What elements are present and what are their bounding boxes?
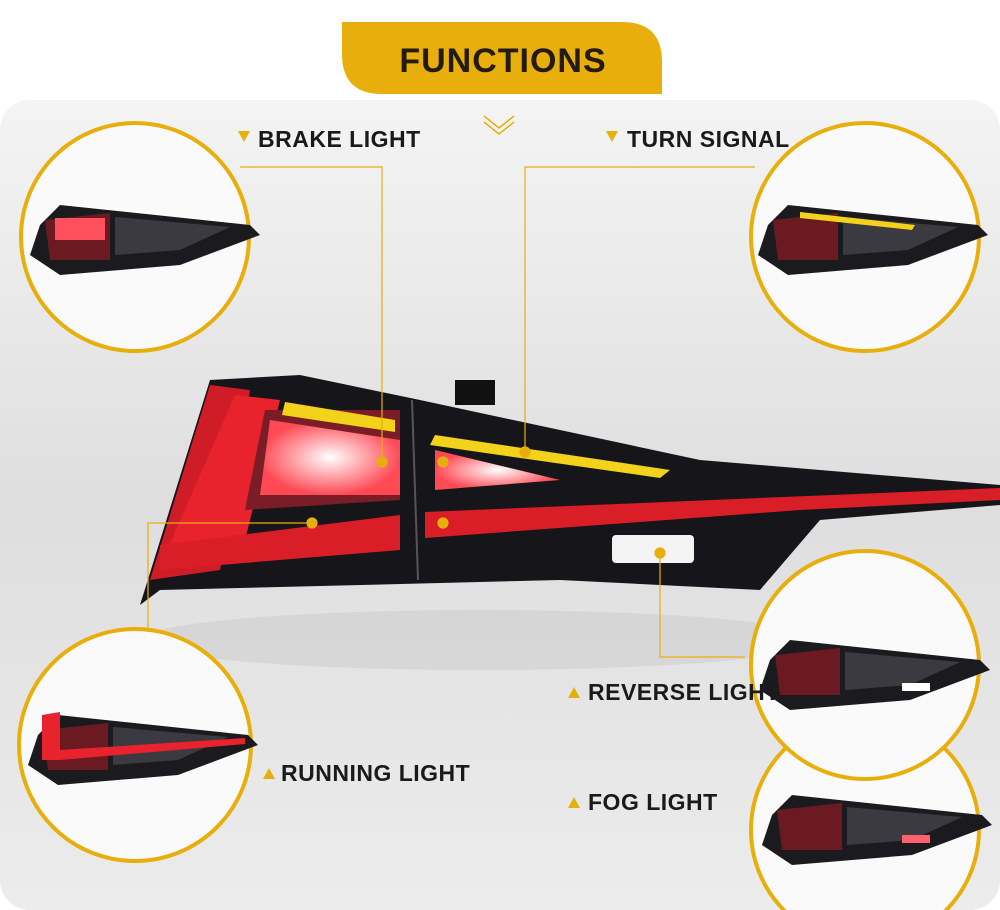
label-fog-light: FOG LIGHT bbox=[568, 789, 718, 815]
turn-signal-circle bbox=[749, 121, 988, 353]
svg-text:BRAKE LIGHT: BRAKE LIGHT bbox=[258, 126, 421, 152]
leader-lines bbox=[147, 166, 755, 658]
svg-text:TURN SIGNAL: TURN SIGNAL bbox=[627, 126, 790, 152]
title-tab bbox=[342, 22, 662, 94]
reverse-light-circle bbox=[749, 549, 990, 781]
svg-text:RUNNING LIGHT: RUNNING LIGHT bbox=[281, 760, 470, 786]
tail-light-product bbox=[140, 375, 1000, 670]
svg-text:REVERSE LIGHT: REVERSE LIGHT bbox=[588, 679, 780, 705]
triangle-up-icon bbox=[263, 768, 275, 779]
label-turn-signal: TURN SIGNAL bbox=[606, 126, 790, 152]
brake-light-circle bbox=[19, 121, 260, 353]
running-light-circle bbox=[17, 627, 258, 863]
triangle-up-icon bbox=[568, 797, 580, 808]
svg-text:FOG LIGHT: FOG LIGHT bbox=[588, 789, 718, 815]
triangle-down-icon bbox=[606, 131, 618, 142]
page-title: FUNCTIONS bbox=[399, 42, 606, 80]
label-running-light: RUNNING LIGHT bbox=[263, 760, 470, 786]
label-brake-light: BRAKE LIGHT bbox=[238, 126, 421, 152]
label-reverse-light: REVERSE LIGHT bbox=[568, 679, 780, 705]
triangle-down-icon bbox=[238, 131, 250, 142]
chevron-down-icon bbox=[483, 115, 515, 135]
triangle-up-icon bbox=[568, 687, 580, 698]
